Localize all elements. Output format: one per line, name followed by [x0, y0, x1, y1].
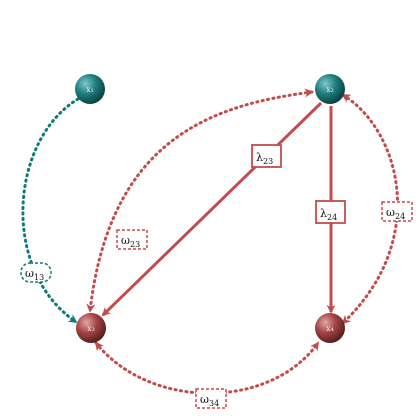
label-omega24: ω24 [381, 201, 413, 222]
edge-omega34 [94, 341, 320, 395]
label-omega34: ω34 [195, 388, 227, 409]
label-omega23: ω23 [116, 229, 148, 250]
svg-text:x₄: x₄ [326, 324, 334, 333]
svg-text:λ24: λ24 [320, 207, 337, 222]
edge-omega23 [86, 88, 314, 313]
label-lambda23: λ23 [251, 144, 282, 168]
svg-text:x₂: x₂ [326, 85, 334, 94]
label-omega13: ω13 [20, 262, 52, 283]
node-x2: x₂ [315, 74, 345, 104]
svg-text:x₁: x₁ [86, 85, 94, 94]
svg-text:ω34: ω34 [200, 393, 219, 408]
label-lambda24: λ24 [315, 200, 346, 224]
svg-text:λ23: λ23 [256, 151, 273, 166]
node-x1: x₁ [75, 74, 105, 104]
edge-omega13 [21, 97, 80, 324]
node-x3: x₃ [76, 313, 106, 343]
edge-omega24 [341, 93, 400, 325]
svg-text:ω23: ω23 [121, 234, 140, 249]
svg-text:ω24: ω24 [386, 206, 405, 221]
edge-lambda23 [101, 101, 323, 317]
svg-text:ω13: ω13 [25, 267, 44, 282]
svg-text:x₃: x₃ [87, 324, 95, 333]
node-x4: x₄ [315, 313, 345, 343]
